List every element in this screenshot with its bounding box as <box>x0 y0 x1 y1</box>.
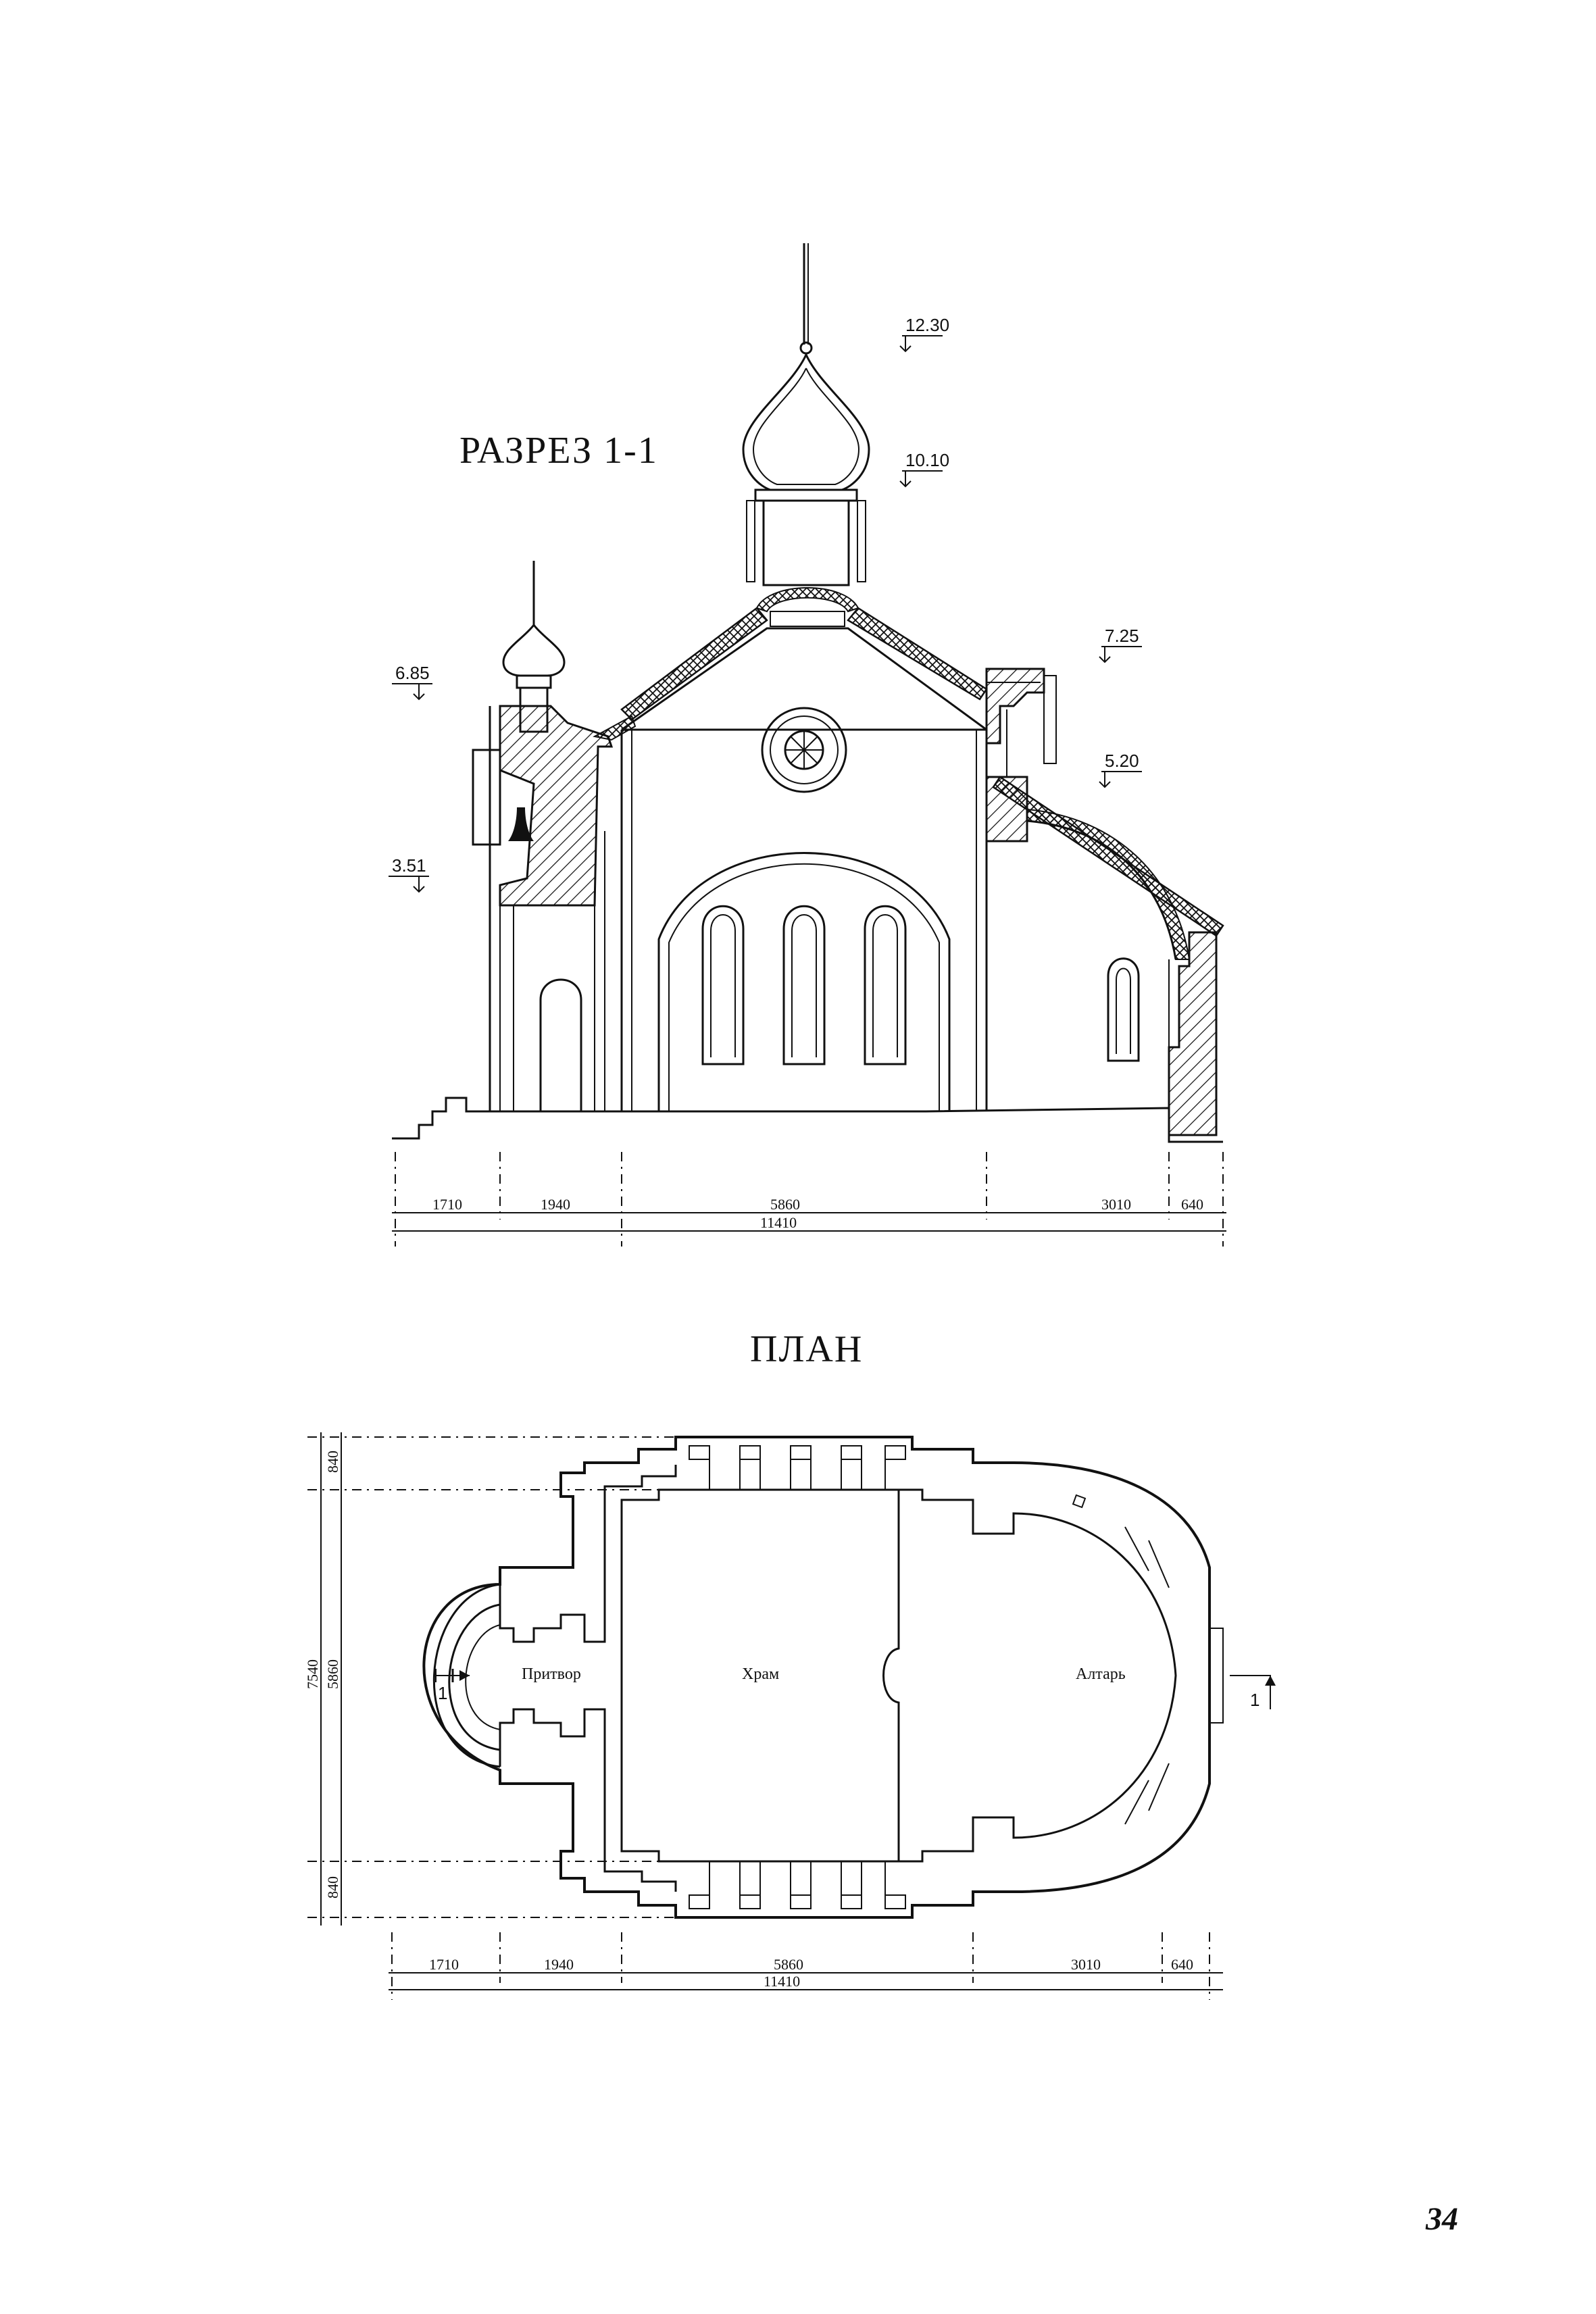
cut-mark-label: 1 <box>1250 1690 1260 1710</box>
main-dome <box>742 352 870 491</box>
page-number: 34 <box>1425 2201 1458 2237</box>
level-label: 12.30 <box>905 315 949 335</box>
dim-label: 5860 <box>774 1956 803 1973</box>
section-dimensions: 1710 1940 5860 3010 640 11410 <box>392 1152 1226 1247</box>
level-label: 6.85 <box>395 663 430 683</box>
plan-dimensions: 1710 1940 5860 3010 640 11410 <box>389 1932 1223 2000</box>
bell <box>508 807 534 841</box>
dim-label: 5860 <box>770 1196 800 1213</box>
apse-roof <box>992 776 1224 937</box>
dim-label: 640 <box>1181 1196 1203 1213</box>
room-label: Храм <box>742 1665 779 1683</box>
inner-arch <box>657 852 951 1111</box>
ground-line <box>392 1097 1223 1143</box>
dim-label: 1940 <box>541 1196 570 1213</box>
dim-label: 5860 <box>324 1659 341 1689</box>
dim-label: 1710 <box>429 1956 459 1973</box>
room-label: Алтарь <box>1076 1665 1126 1683</box>
arched-windows <box>701 905 907 1065</box>
dim-label: 640 <box>1171 1956 1193 1973</box>
apse-window <box>1107 957 1140 1062</box>
plan-drawing: Притвор Храм Алтарь 1 1 840 7540 5860 84… <box>304 1432 1276 2000</box>
dim-total: 11410 <box>760 1214 797 1231</box>
dim-label: 1940 <box>544 1956 574 1973</box>
rosette-window <box>761 707 847 793</box>
apse-wall <box>1168 931 1218 1136</box>
section-drawing: 12.30 10.10 7.25 6.85 5.20 3.51 1710 194… <box>389 243 1226 1247</box>
belfry-dome <box>502 623 566 677</box>
roof-left <box>620 607 768 721</box>
section-title: РАЗРЕЗ 1-1 <box>459 430 658 472</box>
level-marks: 12.30 10.10 7.25 6.85 5.20 3.51 <box>389 315 1142 893</box>
dim-label: 3010 <box>1101 1196 1131 1213</box>
cut-mark-label: 1 <box>438 1683 447 1703</box>
dim-label: 840 <box>324 1876 341 1898</box>
level-label: 5.20 <box>1105 751 1139 771</box>
dim-label: 840 <box>324 1451 341 1473</box>
plan-vertical-dimensions: 840 7540 5860 840 <box>304 1432 743 1926</box>
dim-label: 3010 <box>1071 1956 1101 1973</box>
dim-label: 1710 <box>432 1196 462 1213</box>
cut-mark-left: 1 <box>435 1669 470 1703</box>
entry-arch <box>539 978 582 1111</box>
plan-title: ПЛАН <box>750 1328 863 1370</box>
roof-right <box>847 607 988 701</box>
level-label: 3.51 <box>392 855 426 876</box>
room-label: Притвор <box>522 1665 581 1683</box>
porch-arc <box>432 1583 501 1768</box>
plan-outline <box>422 1436 1211 1919</box>
nave-inner <box>620 1488 1177 1863</box>
dim-total: 11410 <box>764 1973 800 1990</box>
gable <box>621 627 987 731</box>
main-drum <box>762 499 850 586</box>
iconostasis <box>882 1490 900 1861</box>
cornice <box>985 668 1045 745</box>
level-label: 10.10 <box>905 450 949 470</box>
dim-label: 7540 <box>304 1659 321 1689</box>
level-label: 7.25 <box>1105 626 1139 646</box>
window-niches <box>689 1445 906 1909</box>
cut-mark-right: 1 <box>1230 1675 1276 1710</box>
